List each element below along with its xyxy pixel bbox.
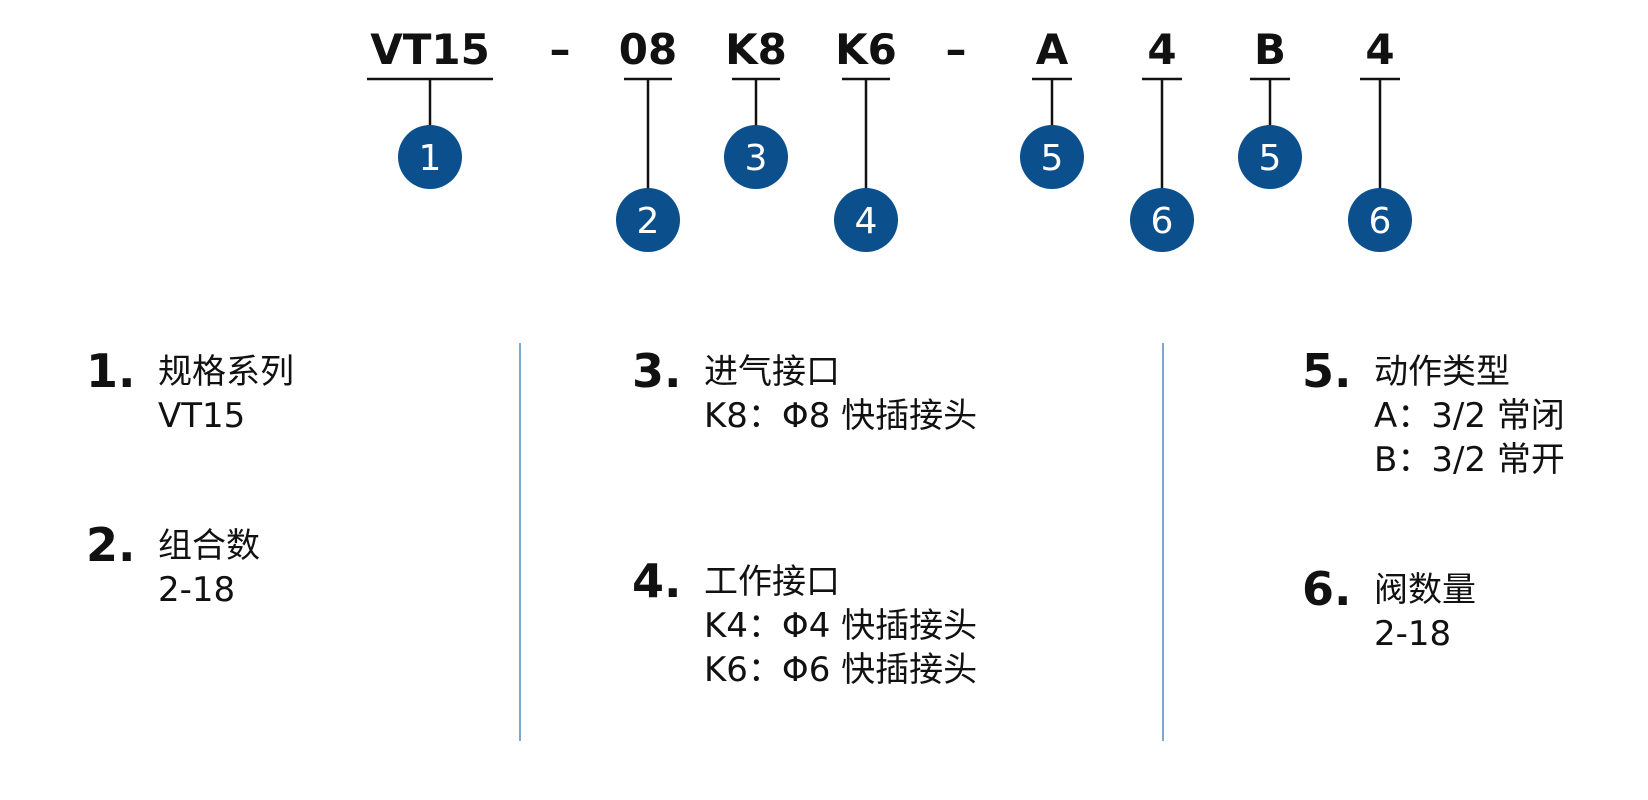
badge-6b: 6 xyxy=(1348,188,1412,252)
legend-value: 2-18 xyxy=(1374,614,1452,654)
legend-number: 3. xyxy=(632,344,682,398)
legend-value: B：3/2 常开 xyxy=(1374,440,1565,480)
legend-number: 4. xyxy=(632,554,682,608)
code-segment-count-a: 4 xyxy=(1147,25,1176,74)
legend-number: 6. xyxy=(1302,562,1352,616)
code-segment-work-port: K6 xyxy=(835,25,897,74)
svg-text:1: 1 xyxy=(419,138,442,179)
badge-3: 3 xyxy=(724,125,788,189)
column-divider-left xyxy=(519,343,521,741)
svg-text:3: 3 xyxy=(745,138,768,179)
code-separator-2: – xyxy=(946,25,967,74)
legend-value: A：3/2 常闭 xyxy=(1374,396,1565,436)
svg-text:4: 4 xyxy=(855,201,878,242)
badge-2: 2 xyxy=(616,188,680,252)
legend-value: K4：Φ4 快插接头 xyxy=(704,606,978,646)
badge-5a: 5 xyxy=(1020,125,1084,189)
column-divider-right xyxy=(1162,343,1164,741)
legend-value: K8：Φ8 快插接头 xyxy=(704,396,978,436)
code-segment-count-b: 4 xyxy=(1365,25,1394,74)
code-segment-action-a: A xyxy=(1036,25,1069,74)
legend-number: 5. xyxy=(1302,344,1352,398)
svg-text:6: 6 xyxy=(1151,201,1174,242)
legend-title: 动作类型 xyxy=(1374,352,1510,392)
legend-title: 阀数量 xyxy=(1374,570,1476,610)
code-separator-1: – xyxy=(550,25,571,74)
code-segment-series: VT15 xyxy=(370,25,490,74)
legend-title: 组合数 xyxy=(158,526,260,566)
badge-6a: 6 xyxy=(1130,188,1194,252)
legend-value: K6：Φ6 快插接头 xyxy=(704,650,978,690)
code-segment-combination: 08 xyxy=(619,25,677,74)
model-code-graphic: VT15 – 08 K8 K6 – A 4 B 4 xyxy=(367,25,1412,252)
svg-text:2: 2 xyxy=(637,201,660,242)
legend-title: 进气接口 xyxy=(704,352,840,392)
legend-value: 2-18 xyxy=(158,570,236,610)
legend-number: 1. xyxy=(86,344,136,398)
svg-text:5: 5 xyxy=(1041,138,1064,179)
legend-title: 工作接口 xyxy=(704,562,840,602)
legend-title: 规格系列 xyxy=(158,352,294,392)
badge-5b: 5 xyxy=(1238,125,1302,189)
code-segment-action-b: B xyxy=(1254,25,1286,74)
legend-value: VT15 xyxy=(158,396,246,436)
legend-number: 2. xyxy=(86,518,136,572)
svg-text:5: 5 xyxy=(1259,138,1282,179)
code-segment-inlet-port: K8 xyxy=(725,25,787,74)
svg-text:6: 6 xyxy=(1369,201,1392,242)
badge-4: 4 xyxy=(834,188,898,252)
badge-1: 1 xyxy=(398,125,462,189)
